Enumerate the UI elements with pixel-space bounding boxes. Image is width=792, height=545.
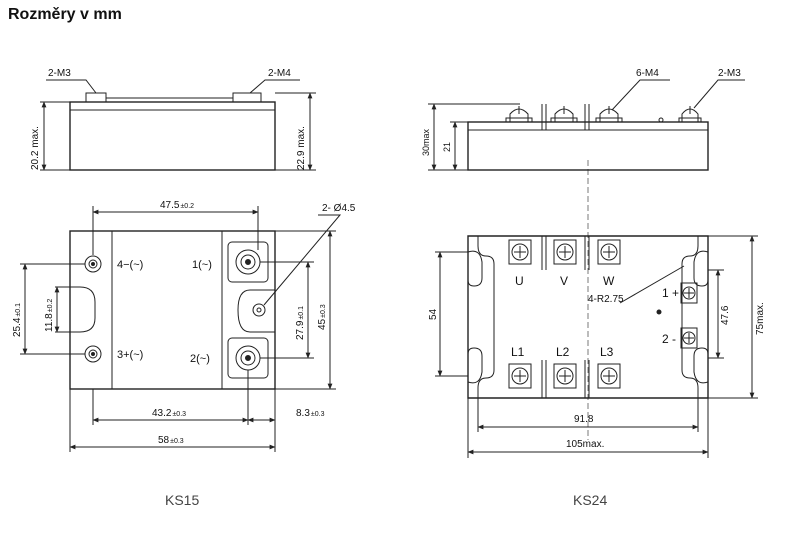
ks15-term-2-label: 2(~): [190, 353, 210, 365]
ks24-dim-476: 47.6: [720, 305, 731, 325]
ks24-term-u-label: U: [515, 274, 524, 288]
ks15-side-screw-m3: [85, 92, 107, 103]
ks24-terminal-l1-icon: [508, 363, 532, 389]
ks24-side-screw-w: [595, 106, 623, 123]
ks24-radius-label: 4-R2.75: [588, 294, 624, 305]
ks24-terminal-l2-icon: [553, 363, 577, 389]
ks24-term-l2-label: L2: [556, 345, 570, 359]
ks15-hole-label: 2- Ø4.5: [322, 203, 356, 214]
ks15-side-height-right: 22.9 max.: [296, 126, 307, 170]
ks24-side-view: [428, 79, 745, 171]
ks24-side-screw-ctrl: [678, 106, 702, 123]
ks15-side-screw-m4: [232, 92, 262, 103]
ks15-side-height-left: 20.2 max.: [30, 126, 41, 170]
ks15-term-1-label: 1(~): [192, 259, 212, 271]
ks24-corner-slot-bl: [467, 347, 483, 384]
ks24-side-height-21: 21: [442, 142, 452, 152]
ks15-side-label-m3: 2-M3: [48, 68, 71, 79]
ks15-dim-254: 25.4±0.1: [12, 303, 23, 337]
ks15-dim-118: 11.8±0.2: [44, 299, 55, 332]
ks24-side-height-30: 30max: [421, 128, 431, 156]
ks24-corner-slot-tr: [693, 250, 709, 287]
ks15-term-4-label: 4−(~): [117, 259, 143, 271]
ks24-term-w-label: W: [603, 274, 615, 288]
ks24-terminal-v-icon: [553, 239, 577, 265]
ks24-side-screw-v: [550, 106, 578, 123]
ks15-term-3-label: 3+(~): [117, 349, 143, 361]
ks24-terminal-l3-icon: [597, 363, 621, 389]
ks24-dim-918: 91.8: [574, 414, 594, 425]
ks24-ctrl-plus-label: 1 +: [662, 286, 679, 300]
ks15-left-mount-slot: [70, 286, 96, 333]
ks15-mount-hole: [252, 303, 266, 317]
ks24-top-view: [435, 160, 758, 458]
ks15-dim-432: 43.2±0.3: [152, 408, 186, 419]
ks24-term-l1-label: L1: [511, 345, 525, 359]
page-title: Rozměry v mm: [8, 6, 122, 23]
ks15-right-mount-slot: [237, 289, 275, 333]
ks24-terminal-w-icon: [597, 239, 621, 265]
ks24-ctrl-plus-icon: [680, 282, 698, 304]
ks15-caption: KS15: [165, 492, 200, 508]
ks24-side-label-m3: 2-M3: [718, 68, 741, 79]
ks24-dim-54: 54: [428, 308, 439, 320]
ks15-dim-475: 47.5±0.2: [160, 200, 194, 211]
ks15-dim-45: 45±0.3: [317, 304, 328, 330]
ks24-side-screw-u: [505, 106, 533, 123]
ks15-side-label-m4: 2-M4: [268, 68, 291, 79]
ks15-side-view: [40, 79, 316, 171]
ks24-dim-105: 105max.: [566, 439, 604, 450]
ks24-term-l3-label: L3: [600, 345, 614, 359]
ks24-ctrl-minus-icon: [680, 327, 698, 349]
ks24-ctrl-minus-label: 2 -: [662, 332, 676, 346]
ks15-dim-83: 8.3±0.3: [296, 408, 325, 419]
ks15-top-body: [69, 230, 276, 390]
ks24-corner-slot-br: [693, 347, 709, 384]
ks15-dim-58: 58±0.3: [158, 435, 184, 446]
ks24-term-v-label: V: [560, 274, 568, 288]
ks24-caption: KS24: [573, 492, 608, 508]
ks15-dim-279: 27.9±0.1: [295, 306, 306, 340]
ks15-top-view: [20, 206, 342, 452]
ks24-corner-slot-tl: [467, 250, 483, 287]
ks24-terminal-u-icon: [508, 239, 532, 265]
ks24-side-label-m4: 6-M4: [636, 68, 659, 79]
ks24-dim-75: 75max.: [755, 302, 766, 335]
ks15-side-body: [69, 101, 276, 171]
